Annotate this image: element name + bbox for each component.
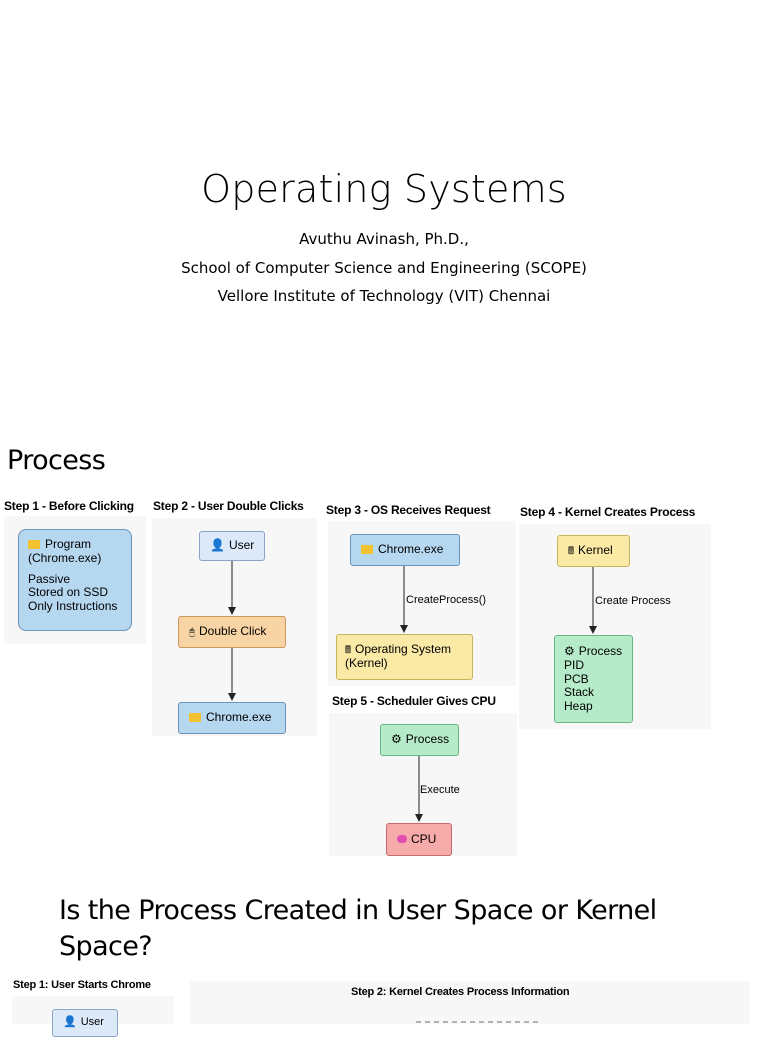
cpu-icon (397, 835, 407, 843)
execute-edge-label: Execute (420, 784, 460, 796)
gear-icon: ⚙ (391, 732, 402, 746)
double-click-box: 🖰 Double Click (178, 616, 286, 648)
click-icon: 🖰 (189, 627, 195, 638)
process-box: ⚙Process (380, 724, 459, 756)
process-label: Process (405, 732, 450, 746)
step2-label: Step 2: Kernel Creates Process Informati… (351, 986, 570, 998)
process-field: Stack (564, 685, 595, 700)
user-icon: 👤 (210, 538, 225, 552)
cpu-box: CPU (386, 823, 452, 856)
step1-label: Step 1: User Starts Chrome (13, 979, 151, 991)
user-icon: 👤 (63, 1016, 77, 1028)
chrome-exe-box: Chrome.exe (350, 534, 460, 566)
create-process-edge-label: Create Process (595, 595, 671, 607)
os-kernel-box: 🖩 Operating System (Kernel) (336, 634, 473, 680)
step2-panel (190, 981, 750, 1024)
memory-icon: 🖩 (345, 645, 351, 656)
program-title: Program (45, 537, 92, 551)
chrome-exe-label: Chrome.exe (206, 710, 272, 724)
double-click-label: Double Click (199, 624, 267, 638)
institute-name: Vellore Institute of Technology (VIT) Ch… (217, 287, 551, 305)
space-question-line2: Space? (59, 931, 153, 962)
chrome-exe-box: Chrome.exe (178, 702, 286, 734)
folder-icon (189, 713, 201, 722)
user-label: User (80, 1016, 104, 1028)
step2-label: Step 2 - User Double Clicks (153, 499, 304, 513)
process-field: PCB (564, 671, 589, 686)
program-subtitle: (Chrome.exe) (28, 550, 102, 565)
user-label: User (228, 538, 255, 552)
process-field: PID (564, 657, 585, 672)
kernel-box: 🖩 Kernel (557, 535, 630, 567)
cpu-label: CPU (411, 832, 437, 846)
space-question-heading: Is the Process Created in User Space or … (59, 893, 657, 965)
author-name: Avuthu Avinash, Ph.D., (299, 230, 469, 248)
step3-label: Step 3 - OS Receives Request (326, 503, 491, 517)
kernel-label: (Kernel) (345, 655, 388, 670)
program-line: Stored on SSD (28, 585, 109, 600)
gear-icon: ⚙ (564, 644, 575, 658)
course-title: Operating Systems (201, 167, 567, 211)
process-detail-box: ⚙Process PID PCB Stack Heap (554, 635, 633, 723)
space-question-line1: Is the Process Created in User Space or … (59, 895, 657, 926)
folder-icon (28, 540, 40, 549)
program-line: Passive (28, 571, 71, 586)
chrome-exe-label: Chrome.exe (378, 542, 444, 556)
createprocess-edge-label: CreateProcess() (406, 594, 487, 606)
user-box: 👤User (52, 1009, 118, 1037)
program-box: Program (Chrome.exe) Passive Stored on S… (18, 529, 132, 631)
step4-label: Step 4 - Kernel Creates Process (520, 505, 696, 519)
os-label: Operating System (355, 642, 452, 656)
user-box: 👤User (199, 531, 265, 561)
folder-icon (361, 545, 373, 554)
process-heading: Process (7, 445, 106, 476)
process-label: Process (578, 644, 623, 658)
school-name: School of Computer Science and Engineeri… (181, 259, 587, 277)
kernel-label: Kernel (578, 543, 613, 557)
process-field: Heap (564, 699, 593, 714)
step5-label: Step 5 - Scheduler Gives CPU (332, 694, 496, 708)
memory-icon: 🖩 (568, 546, 574, 557)
program-line: Only Instructions (28, 599, 118, 614)
step1-label: Step 1 - Before Clicking (4, 499, 134, 513)
